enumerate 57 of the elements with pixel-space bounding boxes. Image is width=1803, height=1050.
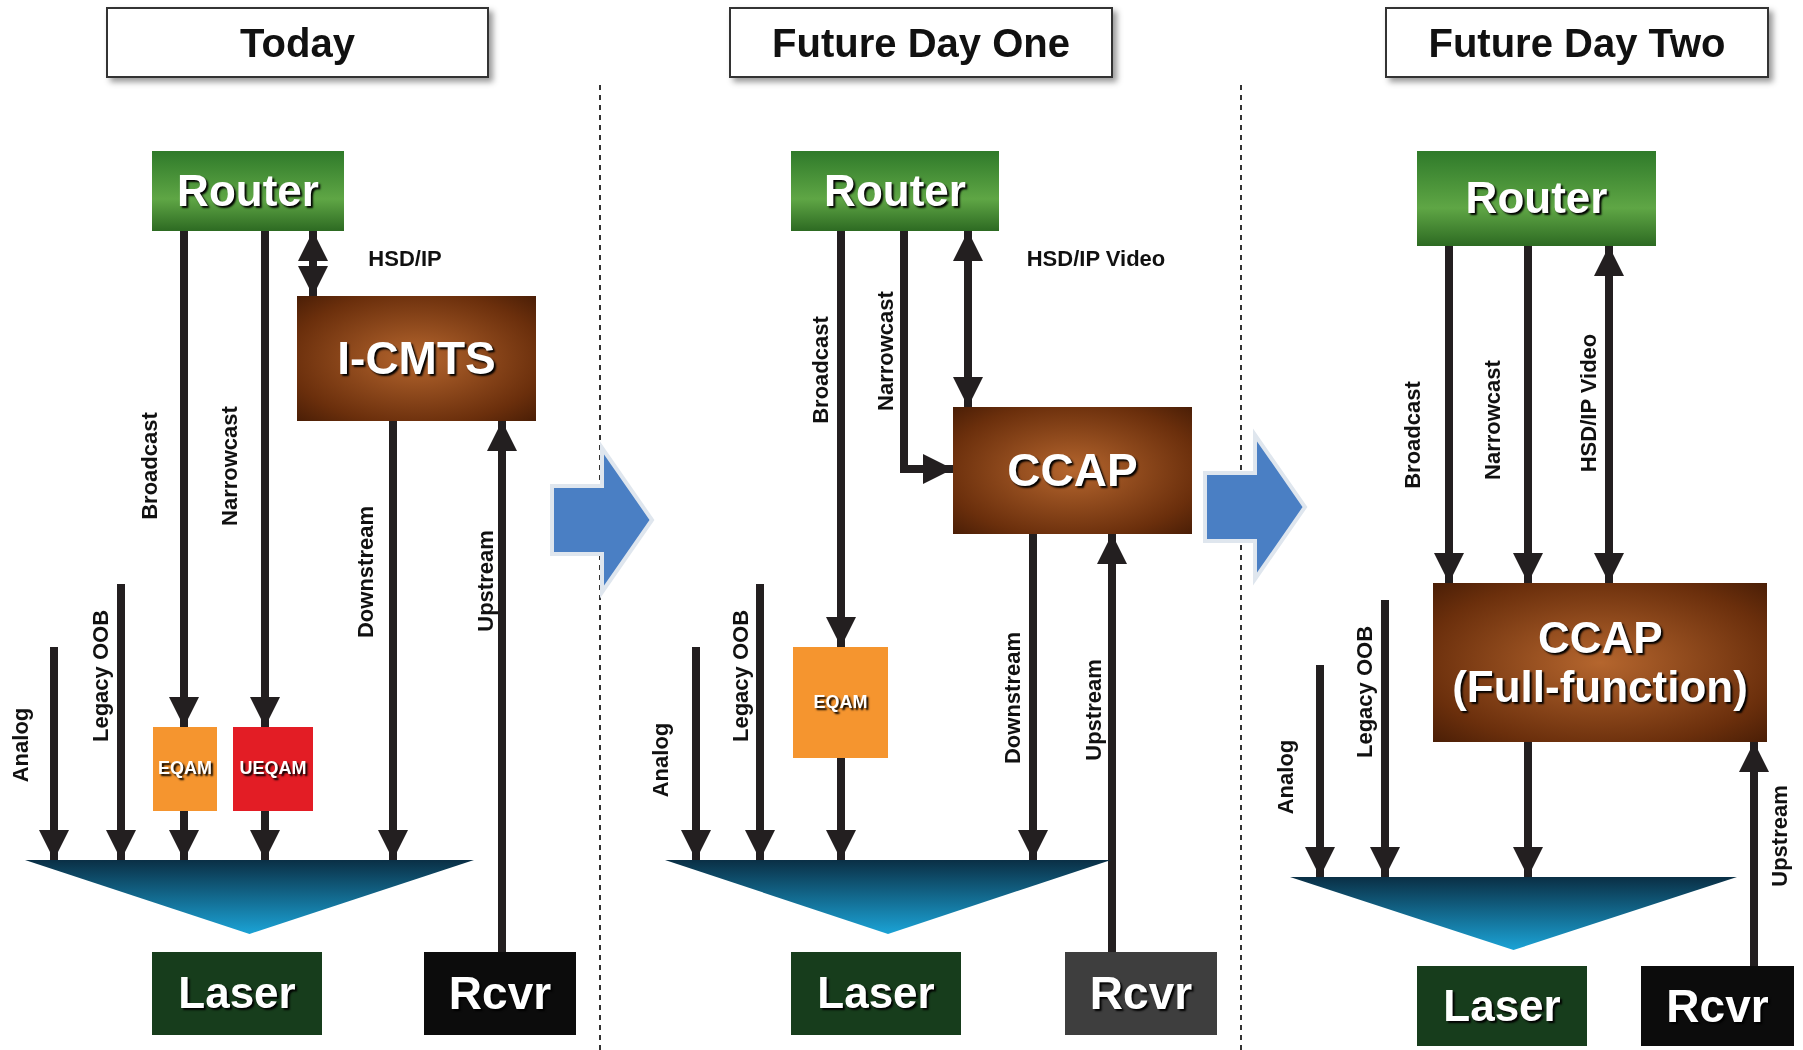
arrow: [826, 231, 856, 647]
arrow: [900, 231, 953, 484]
receiver-box: [1641, 966, 1794, 1046]
arrow: [1513, 742, 1543, 877]
arrow: [1018, 534, 1048, 860]
funnel-triangle: [665, 860, 1111, 934]
eqam-box: [153, 727, 217, 811]
arrow: [378, 421, 408, 860]
node-label: Router: [824, 166, 966, 216]
node-label: EQAM: [813, 692, 868, 713]
arrow: [298, 231, 328, 296]
receiver-box: [1065, 952, 1217, 1035]
eqam-box: [793, 647, 888, 758]
cmts-box: [297, 296, 536, 421]
title-box: [1385, 7, 1769, 78]
arrow: [250, 231, 280, 727]
node-label: Rcvr: [1089, 968, 1193, 1019]
title-box: [106, 7, 489, 78]
arrow: [1097, 534, 1127, 952]
node-label: EQAM: [158, 759, 212, 779]
router-box: [152, 151, 344, 231]
arrow: [487, 421, 517, 952]
node-label: UEQAM: [239, 759, 307, 779]
node-label: CCAP (Full-function): [1451, 614, 1749, 711]
node-label: Router: [1465, 174, 1608, 223]
arrow: [826, 758, 856, 860]
arrow: [953, 231, 983, 407]
laser-box: [152, 952, 322, 1035]
node-label: CCAP: [1007, 445, 1138, 496]
cmts-box: [1433, 583, 1767, 742]
router-box: [791, 151, 999, 231]
title-box: [729, 7, 1113, 78]
laser-box: [791, 952, 961, 1035]
funnel-triangle: [1290, 877, 1737, 950]
node-label: I-CMTS: [337, 333, 496, 384]
node-label: Laser: [178, 969, 296, 1018]
arrow: [250, 811, 280, 860]
node-label: Laser: [817, 969, 935, 1018]
node-label: Future Day Two: [1428, 20, 1726, 65]
laser-box: [1417, 966, 1587, 1046]
node-label: Router: [177, 166, 319, 216]
arrow: [1434, 246, 1464, 583]
arrow: [1513, 246, 1543, 583]
arrow: [1739, 742, 1769, 966]
funnel-triangle: [25, 860, 474, 934]
cmts-box: [953, 407, 1192, 534]
receiver-box: [424, 952, 576, 1035]
node-label: Future Day One: [772, 20, 1070, 65]
arrow: [169, 231, 199, 727]
node-label: Rcvr: [448, 968, 552, 1019]
node-label: Rcvr: [1666, 980, 1769, 1032]
arrow: [1594, 246, 1624, 583]
router-box: [1417, 151, 1656, 246]
ueqam-box: [233, 727, 313, 811]
node-label: Laser: [1443, 981, 1561, 1031]
node-label: Today: [240, 20, 355, 65]
arrow: [169, 811, 199, 860]
